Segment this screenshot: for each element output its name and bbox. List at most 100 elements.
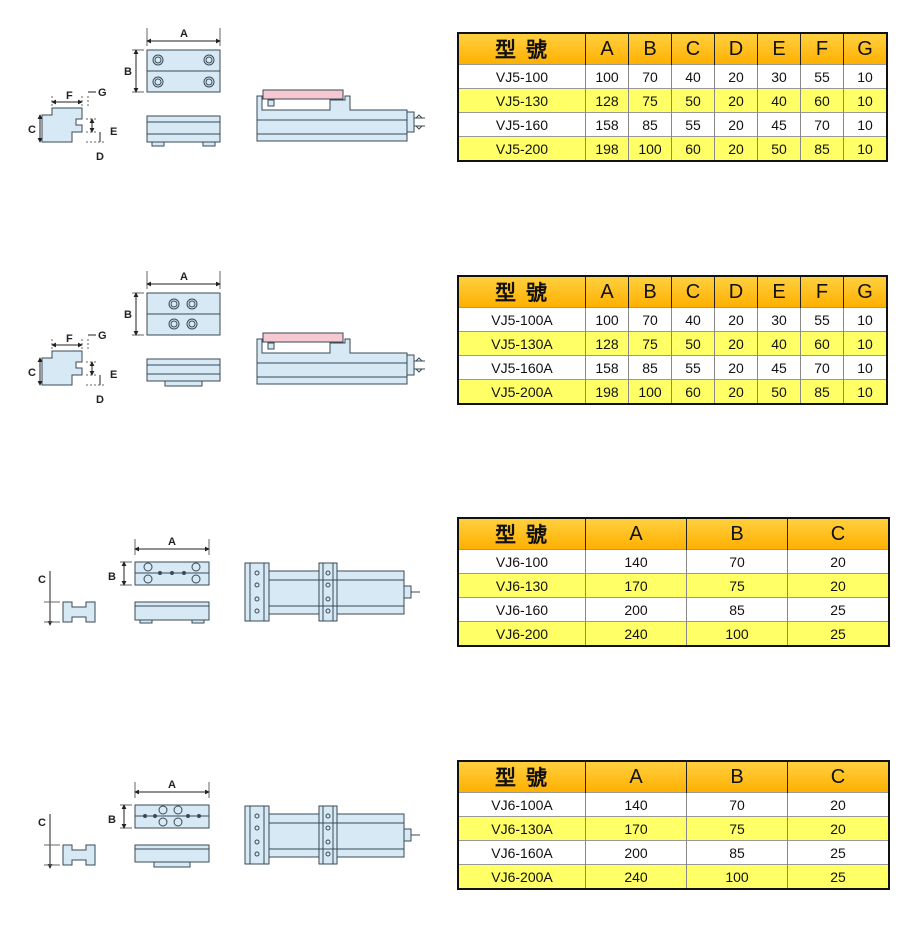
cell-model: VJ6-100: [458, 549, 586, 574]
dim-label-c: C: [38, 574, 46, 586]
cell: 60: [800, 88, 844, 113]
section-vj6: C A B: [0, 485, 900, 685]
header-a: A: [585, 33, 629, 65]
table-row: VJ6-100 140 70 20: [458, 549, 889, 574]
section-vj5a: F G C E D A B: [0, 243, 900, 443]
table-row: VJ6-130 170 75 20: [458, 573, 889, 598]
cell-model: VJ6-130: [458, 573, 586, 598]
cell: 85: [628, 112, 672, 137]
cell: 100: [628, 379, 672, 404]
cell: 55: [800, 307, 844, 332]
cell: 60: [671, 379, 715, 404]
cell: 55: [671, 355, 715, 380]
cell: 70: [628, 64, 672, 89]
jaw-profile-drawing: [44, 814, 96, 869]
header-model: 型號: [458, 761, 586, 793]
cell: 70: [686, 549, 788, 574]
cell: 240: [585, 864, 687, 889]
cell: 20: [714, 355, 758, 380]
header-f: F: [800, 276, 844, 308]
vise-assembly-drawing: [256, 332, 425, 385]
cell: 140: [585, 549, 687, 574]
cell: 40: [671, 64, 715, 89]
cell-model: VJ6-200: [458, 621, 586, 646]
dim-label-a: A: [168, 779, 176, 791]
cell: 100: [585, 307, 629, 332]
dim-label-e: E: [110, 126, 117, 138]
cell: 200: [585, 840, 687, 865]
cell: 140: [585, 792, 687, 817]
cell: 50: [671, 88, 715, 113]
cell: 20: [714, 379, 758, 404]
vj6-drawings: C A B: [38, 536, 420, 626]
header-model: 型號: [458, 33, 586, 65]
header-c: C: [671, 276, 715, 308]
dim-label-g: G: [98, 330, 107, 342]
cell: 25: [787, 864, 889, 889]
cell: 100: [628, 136, 672, 161]
dim-label-b: B: [108, 814, 116, 826]
table-row: VJ5-200A 198 100 60 20 50 85 10: [458, 379, 887, 404]
cell: 25: [787, 840, 889, 865]
cell-model: VJ5-160A: [458, 355, 586, 380]
table-row: VJ5-130A 128 75 50 20 40 60 10: [458, 331, 887, 356]
table-row: VJ6-200A 240 100 25: [458, 864, 889, 889]
table-row: VJ6-160 200 85 25: [458, 597, 889, 622]
cell: 85: [800, 379, 844, 404]
header-d: D: [714, 276, 758, 308]
vj5-drawings: F G C E D A B: [28, 28, 425, 163]
cell: 85: [628, 355, 672, 380]
header-b: B: [686, 761, 788, 793]
cell-model: VJ5-100: [458, 64, 586, 89]
cell: 85: [686, 597, 788, 622]
dim-label-c: C: [28, 124, 36, 136]
jaw-top-view-drawing: [120, 782, 210, 868]
dim-label-b: B: [124, 309, 132, 321]
cell: 30: [757, 307, 801, 332]
table-header-row: 型號 A B C D E F G: [458, 33, 887, 65]
cell: 55: [800, 64, 844, 89]
dim-label-a: A: [180, 271, 188, 283]
table-row: VJ6-200 240 100 25: [458, 621, 889, 646]
cell: 25: [787, 621, 889, 646]
table-row: VJ5-130 128 75 50 20 40 60 10: [458, 88, 887, 113]
cell-model: VJ5-160: [458, 112, 586, 137]
spec-table-vj5: 型號 A B C D E F G VJ5-100 100 70 40 20 30…: [457, 32, 888, 162]
cell: 20: [714, 64, 758, 89]
cell: 40: [757, 88, 801, 113]
vise-assembly-drawing: [244, 562, 420, 622]
jaw-profile-drawing: [37, 334, 104, 386]
dim-label-c: C: [38, 817, 46, 829]
cell: 50: [757, 136, 801, 161]
header-e: E: [757, 33, 801, 65]
header-g: G: [843, 33, 887, 65]
table-row: VJ6-160A 200 85 25: [458, 840, 889, 865]
cell: 20: [714, 331, 758, 356]
section-vj6a: C A B: [0, 728, 900, 925]
header-c: C: [787, 761, 889, 793]
jaw-top-view-drawing: [132, 28, 221, 147]
spec-table-vj5a: 型號 A B C D E F G VJ5-100A 100 70 40 20 3…: [457, 275, 888, 405]
cell-model: VJ6-130A: [458, 816, 586, 841]
vj6a-drawings: C A B: [38, 779, 420, 869]
dim-label-e: E: [110, 369, 117, 381]
table-header-row: 型號 A B C: [458, 761, 889, 793]
spec-table-vj6: 型號 A B C VJ6-100 140 70 20 VJ6-130 170 7…: [457, 517, 890, 647]
cell: 10: [843, 331, 887, 356]
header-f: F: [800, 33, 844, 65]
cell-model: VJ6-160A: [458, 840, 586, 865]
cell: 240: [585, 621, 687, 646]
cell: 10: [843, 112, 887, 137]
cell: 40: [671, 307, 715, 332]
cell: 70: [800, 112, 844, 137]
header-a: A: [585, 276, 629, 308]
cell-model: VJ5-200: [458, 136, 586, 161]
cell: 70: [800, 355, 844, 380]
dim-label-a: A: [168, 536, 176, 548]
cell: 198: [585, 136, 629, 161]
cell: 158: [585, 355, 629, 380]
cell: 128: [585, 331, 629, 356]
cell: 10: [843, 88, 887, 113]
cell: 20: [714, 88, 758, 113]
dim-label-f: F: [66, 333, 73, 345]
